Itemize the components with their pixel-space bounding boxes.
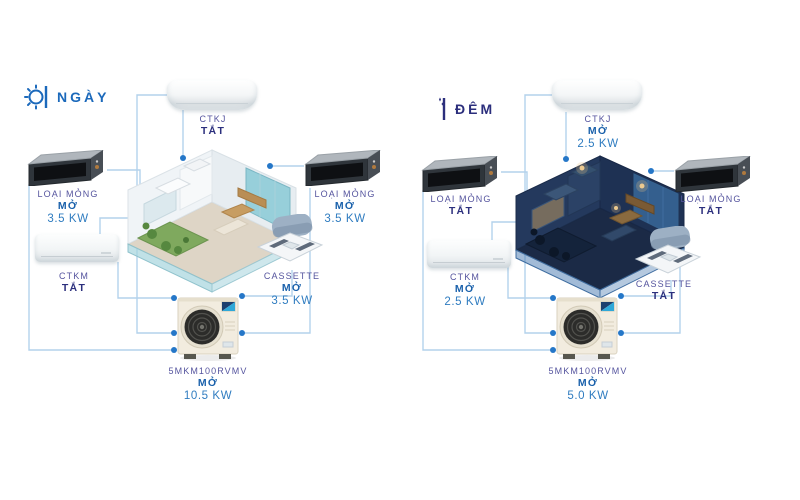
cassette-label: CASSETTE TẮT	[612, 279, 716, 303]
wall-unit-ctkj	[167, 80, 257, 110]
unit-capacity: 2.5 KW	[444, 296, 486, 308]
duct-right-label: LOẠI MỎNG TẮT	[652, 194, 770, 218]
wall-unit-ctkm	[35, 234, 119, 262]
unit-name: CTKM	[450, 272, 480, 282]
unit-capacity: 10.5 KW	[183, 390, 233, 402]
moon-icon	[426, 97, 446, 121]
outdoor-unit	[556, 297, 618, 361]
unit-name: CASSETTE	[263, 271, 321, 281]
unit-name: LOẠI MỎNG	[314, 189, 376, 199]
day-label: NGÀY	[57, 89, 110, 105]
unit-name: CASSETTE	[635, 279, 693, 289]
night-label: ĐÊM	[455, 101, 496, 117]
unit-name: LOẠI MỎNG	[37, 189, 99, 199]
duct-unit-right	[304, 150, 381, 186]
house-isometric-day	[126, 149, 298, 293]
sun-icon	[24, 84, 48, 110]
day-badge: NGÀY	[24, 84, 109, 110]
unit-name: LOẠI MỎNG	[680, 194, 742, 204]
unit-name: 5MKM100RVMV	[168, 366, 248, 376]
outdoor-unit	[177, 297, 239, 361]
unit-status: MỞ	[577, 377, 599, 389]
duct-left-label: LOẠI MỎNG MỞ 3.5 KW	[8, 189, 128, 226]
unit-status: TẮT	[61, 282, 87, 294]
ctkj-label: CTKJ MỞ 2.5 KW	[558, 114, 638, 151]
duct-unit-left	[421, 156, 498, 192]
unit-capacity: 2.5 KW	[577, 138, 619, 150]
outdoor-label: 5MKM100RVMV MỞ 5.0 KW	[526, 366, 650, 403]
wall-unit-ctkj	[552, 80, 642, 110]
unit-capacity: 3.5 KW	[324, 213, 366, 225]
ctkm-label: CTKM MỞ 2.5 KW	[413, 272, 517, 309]
duct-unit-right	[674, 156, 751, 192]
house-isometric-night	[514, 155, 686, 299]
unit-status: MỞ	[57, 200, 79, 212]
outdoor-label: 5MKM100RVMV MỞ 10.5 KW	[146, 366, 270, 403]
ctkj-label: CTKJ TẮT	[173, 114, 253, 138]
duct-right-label: LOẠI MỎNG MỞ 3.5 KW	[286, 189, 404, 226]
unit-status: TẮT	[698, 205, 724, 217]
cassette-label: CASSETTE MỞ 3.5 KW	[240, 271, 344, 308]
unit-status: MỞ	[281, 282, 303, 294]
unit-status: TẮT	[651, 290, 677, 302]
unit-status: MỞ	[587, 125, 609, 137]
cassette-unit	[634, 226, 702, 274]
unit-name: CTKJ	[199, 114, 227, 124]
unit-status: TẮT	[448, 205, 474, 217]
unit-status: TẮT	[200, 125, 226, 137]
unit-capacity: 5.0 KW	[567, 390, 609, 402]
cassette-unit	[256, 214, 324, 262]
unit-status: MỞ	[197, 377, 219, 389]
ctkm-label: CTKM TẮT	[22, 271, 126, 295]
unit-capacity: 3.5 KW	[271, 295, 313, 307]
unit-status: MỞ	[454, 283, 476, 295]
wall-unit-ctkm	[427, 240, 511, 268]
duct-unit-left	[27, 150, 104, 186]
night-badge: ĐÊM	[422, 96, 495, 122]
unit-name: CTKJ	[584, 114, 612, 124]
unit-name: LOẠI MỎNG	[430, 194, 492, 204]
unit-capacity: 3.5 KW	[47, 213, 89, 225]
unit-name: CTKM	[59, 271, 89, 281]
unit-name: 5MKM100RVMV	[548, 366, 628, 376]
unit-status: MỞ	[334, 200, 356, 212]
duct-left-label: LOẠI MỎNG TẮT	[402, 194, 520, 218]
